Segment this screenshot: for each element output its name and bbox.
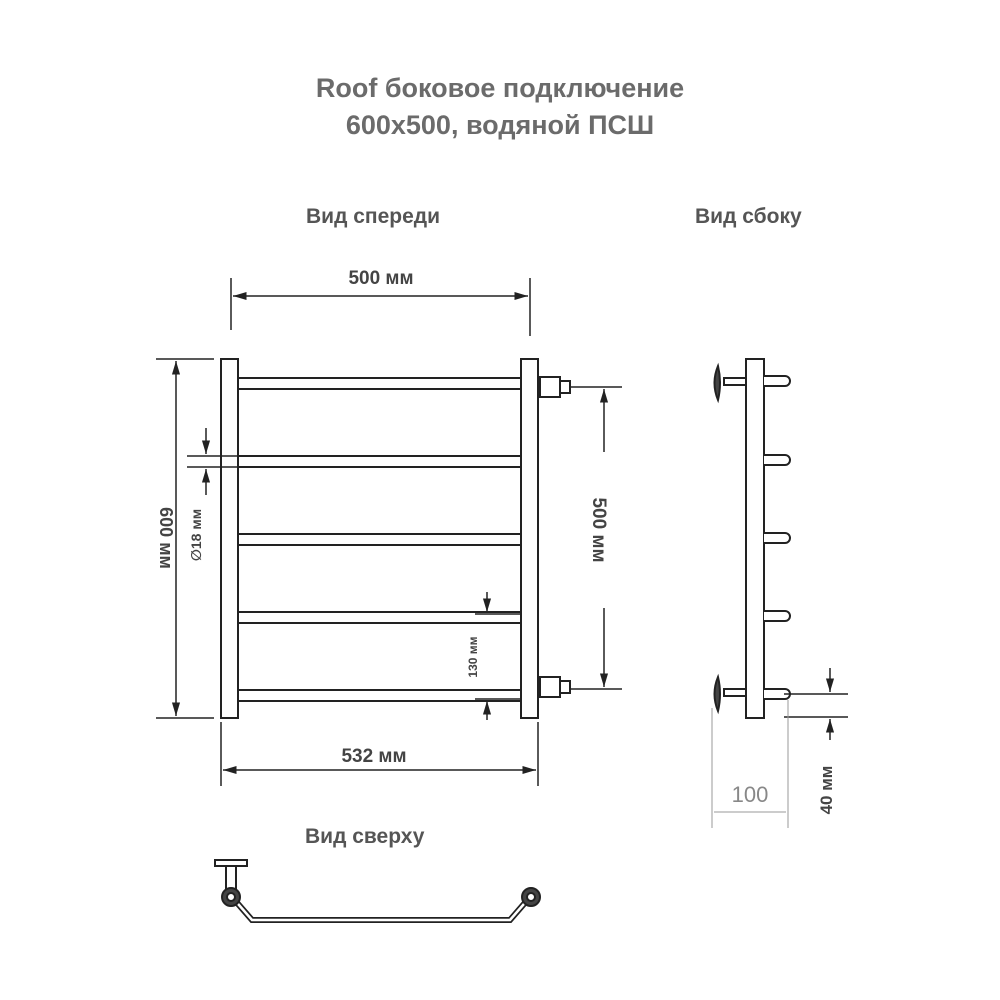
dim-height: 600 мм <box>156 507 176 569</box>
title-line-1: Roof боковое подключение <box>315 73 685 103</box>
crossbar <box>237 689 522 702</box>
dim-pipe-diameter: ∅18 мм <box>188 509 204 561</box>
top-bracket-rod <box>225 865 237 891</box>
side-rail <box>745 358 765 719</box>
front-view <box>220 358 571 719</box>
title-line-2: 600х500, водяной ПСШ <box>345 110 655 140</box>
bar-stub <box>764 454 791 466</box>
bar-stub <box>764 375 791 387</box>
top-mount-rod <box>723 377 747 386</box>
bottom-connection-nut <box>559 680 571 694</box>
front-view-label: Вид спереди <box>306 205 441 228</box>
bottom-wall-bracket <box>713 673 721 715</box>
right-end-cap-inner <box>526 892 536 902</box>
bottom-mount-rod <box>723 688 747 697</box>
crossbar <box>237 533 522 546</box>
top-connection-fitting <box>539 376 561 398</box>
left-rail <box>220 358 239 719</box>
wall-offset-dimension <box>711 700 789 828</box>
top-view <box>214 859 541 923</box>
side-dimensions <box>784 668 848 740</box>
dim-overall-width: 532 мм <box>341 746 406 767</box>
top-bar-inner <box>231 896 531 922</box>
crossbar <box>237 455 522 468</box>
side-view <box>713 358 791 719</box>
bar-stub <box>764 610 791 622</box>
front-dimensions <box>156 278 622 786</box>
dim-bar-spacing: 130 мм <box>466 636 480 677</box>
top-view-label: Вид сверху <box>305 825 425 848</box>
right-rail <box>520 358 539 719</box>
top-wall-bracket <box>713 362 721 404</box>
crossbar <box>237 611 522 624</box>
dim-connection-offset: 40 мм <box>817 766 836 815</box>
crossbar <box>237 377 522 390</box>
dim-wall-offset: 100 <box>732 782 769 807</box>
bottom-connection-fitting <box>539 676 561 698</box>
top-connection-nut <box>559 380 571 394</box>
bar-stub <box>764 532 791 544</box>
top-bar-outer <box>229 895 533 923</box>
dim-width-top: 500 мм <box>348 268 413 289</box>
side-view-label: Вид сбоку <box>695 205 802 228</box>
dim-connection-distance: 500 мм <box>588 497 609 562</box>
left-end-cap-inner <box>226 892 236 902</box>
